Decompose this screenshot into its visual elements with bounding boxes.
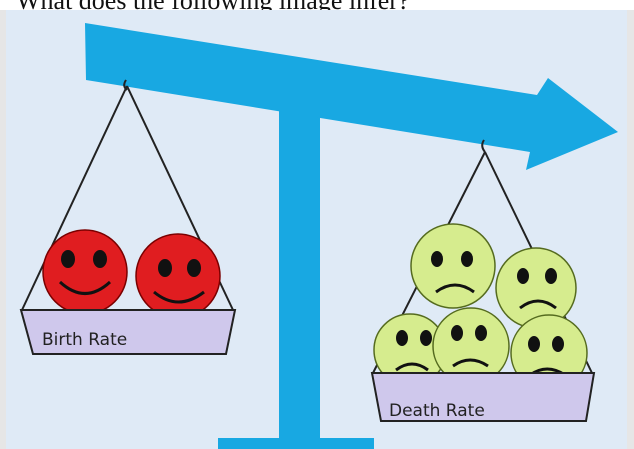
sad-face-2 [496, 248, 576, 328]
stand-pillar [279, 106, 320, 442]
happy-face-1 [43, 230, 127, 314]
beam-arrow [85, 23, 618, 170]
death-rate-label: Death Rate [389, 401, 485, 421]
happy-faces [43, 230, 220, 318]
happy-face-2 [136, 234, 220, 318]
birth-rate-label: Birth Rate [42, 330, 127, 350]
sad-face-1 [411, 224, 495, 308]
